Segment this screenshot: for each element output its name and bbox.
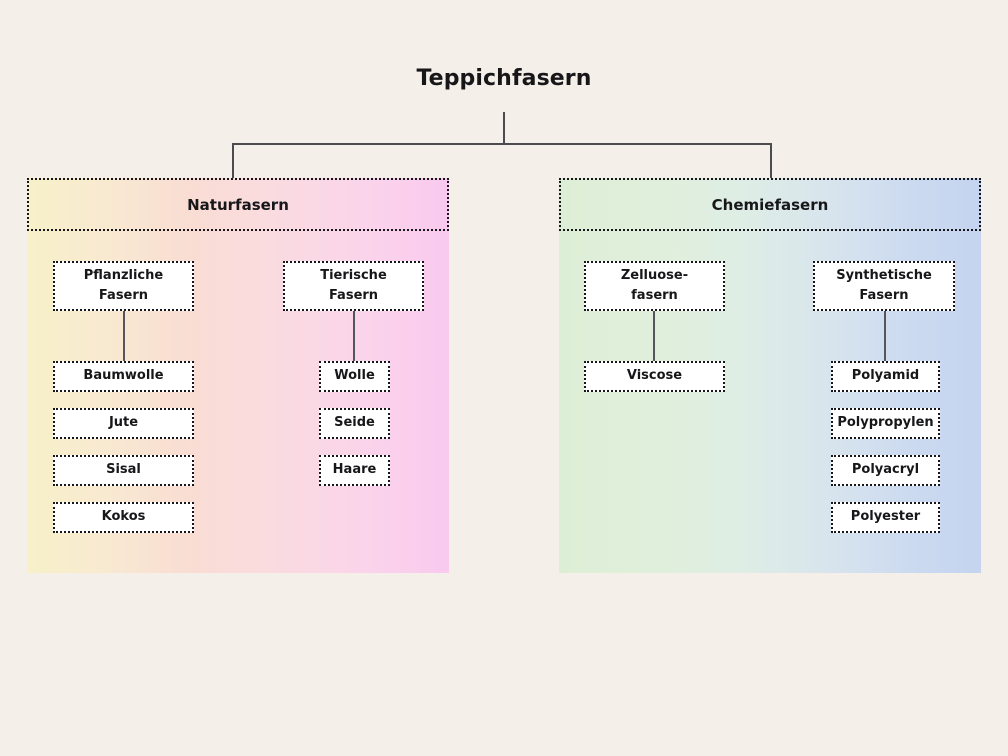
leaf-node-label: Polyamid	[851, 368, 920, 384]
label-line-1: Zelluose-	[620, 267, 689, 283]
label-line-2: fasern	[631, 288, 678, 303]
leaf-node-seide[interactable]: Seide	[319, 408, 390, 439]
label-line-2: Fasern	[328, 288, 379, 303]
group-node-zelluosefasern[interactable]: Zelluose- fasern	[584, 261, 725, 311]
label-line-1: Tierische	[320, 267, 387, 283]
leaf-node-label: Polypropylen	[837, 415, 934, 431]
leaf-node-label: Haare	[332, 462, 377, 478]
leaf-node-label: Polyacryl	[851, 462, 920, 478]
connector-root-to-naturfasern	[232, 143, 234, 179]
group-node-label: Zelluose- fasern	[621, 266, 688, 306]
group-node-synthetische-fasern[interactable]: Synthetische Fasern	[813, 261, 955, 311]
group-node-label: Tierische Fasern	[320, 266, 387, 306]
leaf-node-polypropylen[interactable]: Polypropylen	[831, 408, 940, 439]
connector-root-stem	[503, 112, 505, 144]
leaf-node-polyacryl[interactable]: Polyacryl	[831, 455, 940, 486]
leaf-node-baumwolle[interactable]: Baumwolle	[53, 361, 194, 392]
leaf-node-jute[interactable]: Jute	[53, 408, 194, 439]
page-title: Teppichfasern	[416, 66, 592, 91]
leaf-node-label: Wolle	[334, 368, 375, 384]
leaf-node-label: Kokos	[101, 509, 146, 525]
connector-pflanzliche-to-baumwolle	[123, 311, 125, 361]
label-line-2: Fasern	[98, 288, 149, 303]
leaf-node-label: Polyester	[850, 509, 921, 525]
group-node-label: Synthetische Fasern	[836, 266, 932, 306]
leaf-node-label: Jute	[108, 415, 139, 431]
leaf-node-label: Viscose	[626, 368, 683, 384]
group-node-tierische-fasern[interactable]: Tierische Fasern	[283, 261, 424, 311]
group-node-pflanzliche-fasern[interactable]: Pflanzliche Fasern	[53, 261, 194, 311]
leaf-node-wolle[interactable]: Wolle	[319, 361, 390, 392]
group-node-label: Pflanzliche Fasern	[84, 266, 163, 306]
connector-synthetische-to-polyamid	[884, 311, 886, 361]
leaf-node-label: Baumwolle	[83, 368, 164, 384]
connector-root-to-chemiefasern	[770, 143, 772, 179]
leaf-node-label: Sisal	[106, 462, 141, 478]
leaf-node-polyamid[interactable]: Polyamid	[831, 361, 940, 392]
leaf-node-label: Seide	[334, 415, 375, 431]
label-line-1: Synthetische	[836, 267, 932, 283]
leaf-node-haare[interactable]: Haare	[319, 455, 390, 486]
leaf-node-viscose[interactable]: Viscose	[584, 361, 725, 392]
leaf-node-kokos[interactable]: Kokos	[53, 502, 194, 533]
label-line-2: Fasern	[859, 288, 909, 303]
leaf-node-sisal[interactable]: Sisal	[53, 455, 194, 486]
connector-tierische-to-wolle	[353, 311, 355, 361]
leaf-node-polyester[interactable]: Polyester	[831, 502, 940, 533]
connector-root-bus	[232, 143, 772, 145]
branch-header-chemiefasern[interactable]: Chemiefasern	[559, 178, 981, 231]
branch-header-naturfasern[interactable]: Naturfasern	[27, 178, 449, 231]
label-line-1: Pflanzliche	[83, 267, 164, 283]
connector-zelluose-to-viscose	[653, 311, 655, 361]
